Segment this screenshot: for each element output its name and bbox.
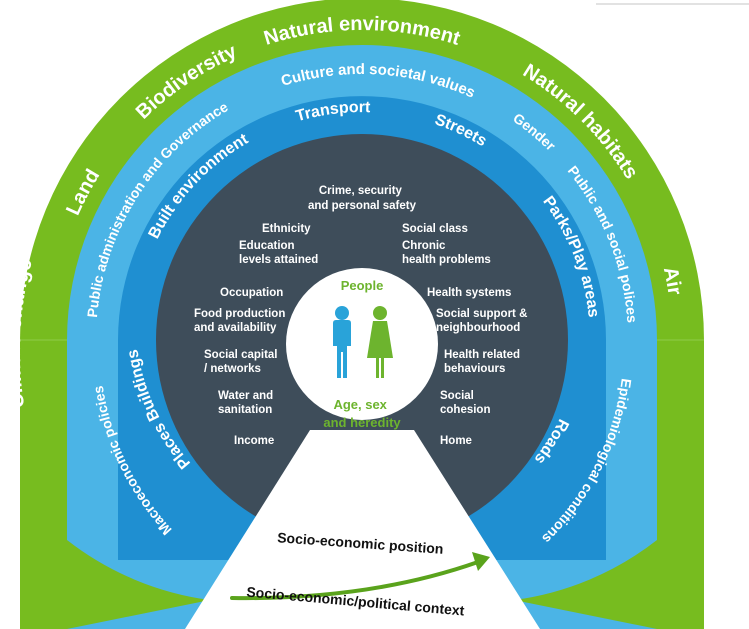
curved-arrow-icon <box>230 560 480 601</box>
base-wedge <box>185 430 540 629</box>
arrow-head-icon <box>472 552 490 571</box>
ring-corner-right <box>514 540 657 629</box>
crime-security-label: Crime, security and personal safety <box>308 185 417 212</box>
left-determinant-label: Social capital/ networks <box>204 349 278 375</box>
left-determinant-label: Occupation <box>220 287 283 299</box>
left-determinant-label: Income <box>234 435 274 447</box>
water-label: Water <box>704 305 729 362</box>
people-label: People <box>341 278 384 293</box>
right-determinant-label: Health systems <box>427 287 511 299</box>
core-circle <box>286 268 438 420</box>
ring-corner-left <box>67 540 210 629</box>
age-sex-heredity-label: Age, sex and heredity <box>323 397 401 430</box>
right-determinant-label: Social support &neighbourhood <box>436 308 527 334</box>
air-label: Air <box>659 265 686 297</box>
male-figure-icon <box>333 306 351 378</box>
right-determinant-label: Home <box>440 435 472 447</box>
right-determinant-label: Social class <box>402 223 468 235</box>
female-figure-icon <box>367 306 393 378</box>
left-determinant-label: Ethnicity <box>262 223 311 235</box>
